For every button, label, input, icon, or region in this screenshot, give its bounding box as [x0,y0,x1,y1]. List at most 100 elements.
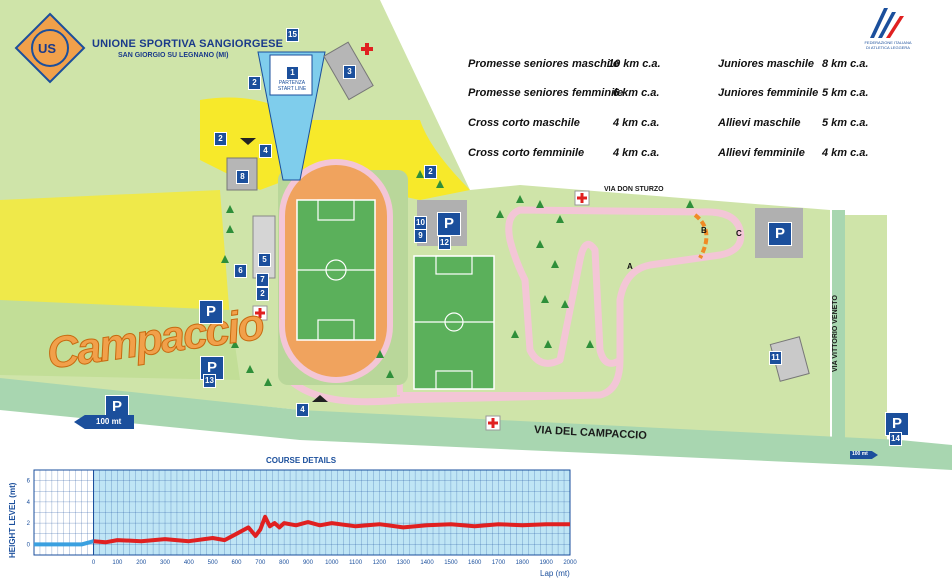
course-orange-segment [693,213,709,259]
distance-value: 8 km c.a. [822,58,869,70]
profile-xtick-label: 1900 [539,560,553,566]
federation-line1: FEDERAZIONE ITALIANA [864,40,912,45]
map-marker-10: 10 [414,216,427,230]
distance-category: Juniores maschile [718,58,814,70]
profile-xtick-label: 1800 [516,560,530,566]
map-marker-5: 5 [258,253,271,267]
profile-xtick-label: 500 [208,560,219,566]
profile-xtick-label: 2000 [563,560,577,566]
profile-xtick-label: 800 [279,560,290,566]
map-marker-14: 14 [889,432,902,446]
profile-xtick-label: 400 [184,560,195,566]
profile-xtick-label: 300 [160,560,171,566]
right-park [845,215,887,445]
tent-icon [312,395,328,402]
profile-xtick-label: 1500 [444,560,458,566]
profile-ytick-label: 2 [27,521,31,527]
yellow-area-left [0,190,230,320]
start-line-label: PARTENZA START LINE [277,80,307,92]
profile-xtick-label: 600 [231,560,242,566]
profile-ytick-label: 6 [27,479,31,485]
profile-xtick-label: 1100 [349,560,363,566]
organizer-name: UNIONE SPORTIVA SANGIORGESE [92,38,284,50]
course-point-c: C [736,229,742,238]
map-marker-11: 11 [769,351,782,365]
profile-xtick-label: 1700 [492,560,506,566]
course-point-b: B [701,226,707,235]
building-5 [252,215,276,279]
distance-value: 5 km c.a. [822,117,869,129]
map-marker-8: 8 [236,170,249,184]
field2-box-bottom [435,370,473,390]
trees [221,170,694,386]
street-via-don-sturzo: VIA DON STURZO [604,186,664,193]
map-marker-2: 2 [424,165,437,179]
direction-sign-left [74,415,134,429]
profile-series-line [93,514,570,545]
profile-xtick-label: 200 [136,560,147,566]
direction-sign-left-label: 100 mt [96,417,122,426]
map-marker-6: 6 [234,264,247,278]
map-marker-9: 9 [414,229,427,243]
profile-xtick-label: 700 [255,560,266,566]
distance-value: 4 km c.a. [613,117,660,129]
distance-category: Promesse seniores maschile [468,58,620,70]
distance-value: 6 km c.a. [613,87,660,99]
direction-sign-right-label: 100 mt [852,451,868,457]
profile-xlabel: Lap (mt) [540,569,570,578]
profile-xtick-label: 1400 [420,560,434,566]
distance-category: Allievi maschile [718,117,801,129]
parking-icon: P [768,222,792,246]
map-marker-4: 4 [296,403,309,417]
park-lower [0,300,240,380]
direction-sign-right [850,451,878,459]
map-marker-13: 13 [203,374,216,388]
distance-category: Juniores femminile [718,87,819,99]
parking-icon: P [437,212,461,236]
profile-ytick-label: 0 [27,542,31,548]
map-marker-2: 2 [248,76,261,90]
road-via-vittorio-veneto [832,210,845,455]
profile-title: COURSE DETAILS [266,456,337,465]
first-aid-icon [574,190,590,206]
profile-series-line [34,539,95,547]
street-via-vittorio-veneto: VIA VITTORIO VENETO [832,295,839,372]
organizer-logo-icon [14,12,86,84]
map-marker-15: 15 [286,28,299,42]
course-loop [287,206,745,406]
distance-category: Cross corto maschile [468,117,580,129]
profile-ytick-label: 4 [27,500,31,506]
profile-xtick-label: 900 [303,560,314,566]
field2-center-circle [444,312,464,332]
distance-value: 4 km c.a. [613,147,660,159]
federation-line2: DI ATLETICA LEGGERA [866,45,910,50]
map-marker-7: 7 [256,273,269,287]
field-box-bottom [317,319,355,341]
distance-category: Promesse seniores femminile [468,87,624,99]
distance-value: 10 km c.a. [608,58,661,70]
profile-xtick-label: 1300 [397,560,411,566]
organizer-location: SAN GIORGIO SU LEGNANO (MI) [118,52,229,59]
map-marker-12: 12 [438,236,451,250]
organizer-logo-letters: US [38,41,57,56]
tent-icon [240,138,256,145]
profile-ylabel: HEIGHT LEVEL (mt) [8,482,17,558]
course-point-a: A [627,262,633,271]
road-via-del-campaccio [0,378,952,470]
distance-value: 5 km c.a. [822,87,869,99]
distance-value: 4 km c.a. [822,147,869,159]
map-marker-3: 3 [343,65,356,79]
field2-box-top [435,255,473,275]
map-marker-1: 1 [286,66,299,80]
map-marker-2: 2 [256,287,269,301]
profile-xtick-label: 1600 [468,560,482,566]
profile-xtick-label: 1200 [373,560,387,566]
first-aid-icon [485,415,501,431]
first-aid-icon [361,43,373,55]
federation-logo-icon [870,8,904,38]
profile-xtick-label: 100 [112,560,123,566]
profile-xtick-label: 0 [92,560,96,566]
map-marker-4: 4 [259,144,272,158]
field-box-top [317,199,355,221]
